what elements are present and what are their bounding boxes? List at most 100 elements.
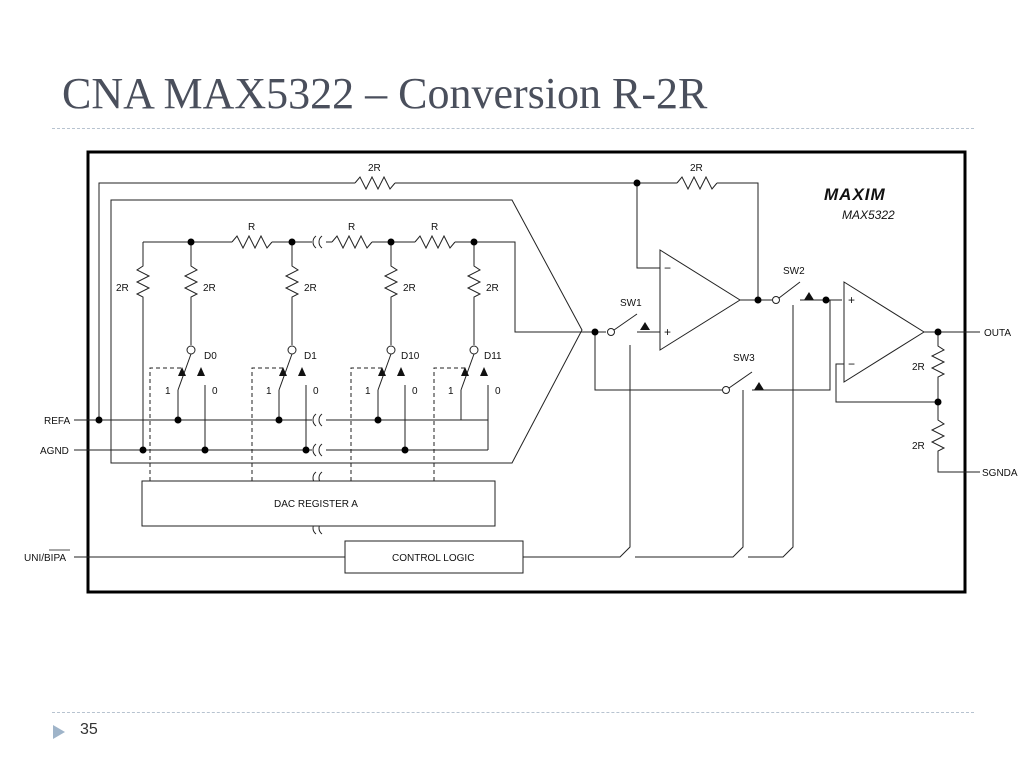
resistor-r-3 [414, 234, 456, 250]
junction-dot [934, 328, 942, 336]
resistor-r-1 [231, 234, 273, 250]
label-sw3: SW3 [733, 353, 755, 364]
label-agnd: AGND [40, 446, 69, 457]
wire-feedback-down [636, 183, 660, 269]
triangle-bullet-icon [53, 725, 65, 739]
break-mark-top [312, 235, 323, 249]
switch-d11-arrow [461, 367, 488, 376]
junction-dot [174, 416, 182, 424]
resistor-2r-d11 [466, 242, 482, 345]
label-switch-d10-1: 1 [365, 386, 371, 397]
label-2r-out-1: 2R [912, 362, 925, 373]
label-2r-d0: 2R [203, 283, 216, 294]
wire-feedback-right [717, 182, 759, 300]
switch-d10-arrow [378, 367, 405, 376]
switch-d0-blade [177, 353, 206, 450]
switch-sw1-blade [613, 313, 660, 333]
label-amp1-minus: − [664, 261, 671, 275]
label-r-1: R [248, 222, 255, 233]
resistor-2r-top [354, 175, 396, 191]
switch-d1-contact [287, 345, 297, 355]
switch-d10-blade [377, 353, 406, 450]
wire-refa-wrap [98, 182, 355, 420]
switch-sw1-arrow [640, 322, 650, 330]
resistor-2r-d1 [284, 242, 300, 345]
control-logic-block [344, 540, 524, 574]
junction-dot [754, 296, 762, 304]
resistor-2r-shunt-left [135, 242, 151, 450]
junction-dot [139, 446, 147, 454]
title-divider [52, 128, 974, 129]
switch-d11-blade [460, 353, 489, 450]
opamp-2 [843, 281, 925, 383]
label-2r-out-2: 2R [912, 441, 925, 452]
label-amp2-plus: + [848, 293, 855, 307]
junction-dot [387, 238, 395, 246]
switch-sw3-blade [728, 300, 831, 391]
label-2r-shunt: 2R [116, 283, 129, 294]
label-switch-d0-0: 0 [212, 386, 218, 397]
label-2r-d10: 2R [403, 283, 416, 294]
junction-dot [470, 238, 478, 246]
label-switch-d10-0: 0 [412, 386, 418, 397]
footer-divider [52, 712, 974, 713]
slide-title: CNA MAX5322 – Conversion R-2R [62, 69, 708, 118]
resistor-2r-out-2 [930, 402, 980, 473]
label-outa: OUTA [984, 328, 1011, 339]
switch-d10-contact [386, 345, 396, 355]
label-switch-d11-1: 1 [448, 386, 454, 397]
junction-dot [822, 296, 830, 304]
junction-dot [591, 328, 599, 336]
label-control-logic: CONTROL LOGIC [392, 553, 474, 564]
label-d0: D0 [204, 351, 217, 362]
junction-dot [374, 416, 382, 424]
schematic-frame [86, 150, 967, 594]
label-amp1-plus: + [664, 325, 671, 339]
label-d11: D11 [484, 351, 502, 362]
junction-dot [302, 446, 310, 454]
dashed-control-d0 [149, 367, 184, 481]
break-mark-refa [312, 413, 323, 427]
maxim-logo: MAXIM [824, 185, 886, 204]
switch-sw3-contact [722, 386, 730, 394]
switch-d0-arrow [178, 367, 205, 376]
label-switch-d0-1: 1 [165, 386, 171, 397]
switch-d11-contact [469, 345, 479, 355]
label-switch-d11-0: 0 [495, 386, 501, 397]
junction-dot [633, 179, 641, 187]
label-sgnda: SGNDA [982, 468, 1018, 479]
ladder-envelope [110, 199, 583, 464]
label-amp2-minus: − [848, 357, 855, 371]
wire-control-out [523, 305, 794, 558]
junction-dot [201, 446, 209, 454]
junction-dot [401, 446, 409, 454]
resistor-2r-d0 [183, 242, 199, 345]
dac-register-block [141, 480, 496, 527]
label-d1: D1 [304, 351, 317, 362]
label-r-2: R [348, 222, 355, 233]
wire-amp2-minus [835, 363, 938, 403]
dashed-control-d10 [350, 367, 384, 481]
label-refa: REFA [44, 416, 70, 427]
part-number-label: MAX5322 [842, 208, 895, 222]
break-mark-agnd [312, 443, 323, 457]
resistor-2r-out-1 [930, 332, 946, 402]
label-switch-d1-1: 1 [266, 386, 272, 397]
label-2r-d1: 2R [304, 283, 317, 294]
label-2r-feedback: 2R [690, 163, 703, 174]
switch-sw1-contact [607, 328, 615, 336]
label-r-3: R [431, 222, 438, 233]
resistor-2r-d10 [383, 242, 399, 345]
label-switch-d1-0: 0 [313, 386, 319, 397]
switch-d1-arrow [279, 367, 306, 376]
ladder-rail-right [455, 241, 595, 333]
junction-dot [187, 238, 195, 246]
switch-d1-blade [278, 353, 307, 450]
label-d10: D10 [401, 351, 420, 362]
opamp-1 [659, 249, 741, 351]
dashed-control-d11 [433, 367, 467, 481]
junction-dot [288, 238, 296, 246]
resistor-2r-feedback [676, 175, 718, 191]
wire-sw3-path [594, 332, 722, 391]
